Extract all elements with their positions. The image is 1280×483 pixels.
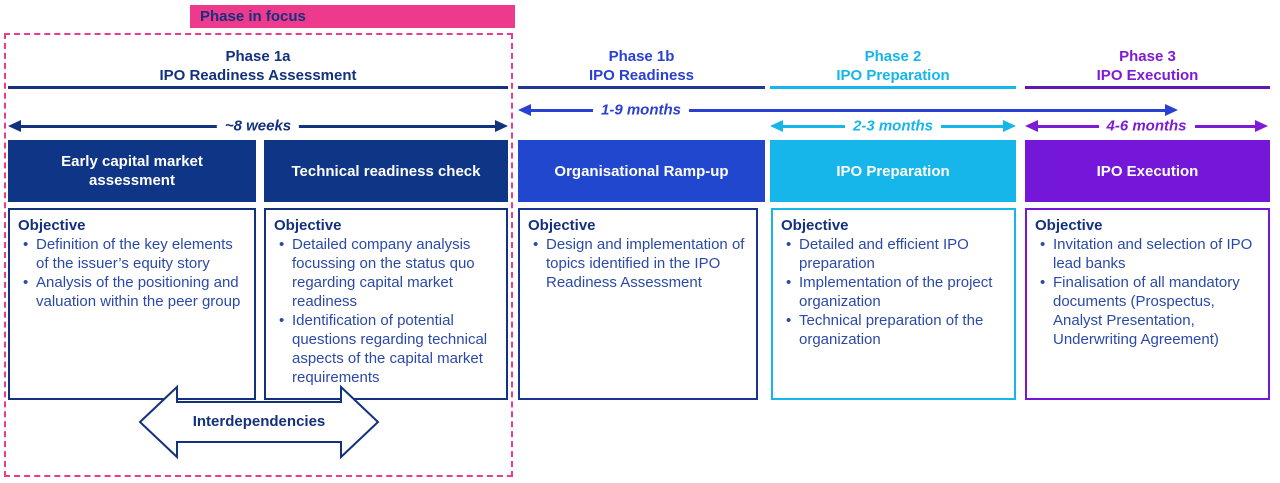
bullet-item: Analysis of the positioning and valuatio… [18, 273, 248, 311]
left-arrowhead-icon [8, 120, 21, 132]
duration-label: 4-6 months [1098, 117, 1195, 135]
phase-1b-title: Phase 1b IPO Readiness [518, 47, 765, 85]
phase-name: Phase 1b [608, 48, 675, 65]
bullet-list: Design and implementation of topics iden… [528, 235, 750, 292]
objective-box-ipo-preparation: Objective Detailed and efficient IPO pre… [771, 208, 1016, 400]
workstream-header-label: IPO Preparation [836, 162, 950, 180]
left-arrowhead-icon [770, 120, 783, 132]
bullet-list: Definition of the key elements of the is… [18, 235, 248, 311]
phase-subtitle: IPO Execution [1096, 67, 1199, 84]
objective-box-ipo-execution: Objective Invitation and selection of IP… [1025, 208, 1270, 400]
workstream-header-label: IPO Execution [1096, 162, 1199, 180]
right-arrowhead-icon [495, 120, 508, 132]
bullet-item: Design and implementation of topics iden… [528, 235, 750, 292]
objective-heading: Objective [274, 217, 342, 234]
bullet-item: Detailed and efficient IPO preparation [781, 235, 1008, 273]
phase-name: Phase 2 [864, 48, 922, 65]
objective-heading: Objective [1035, 217, 1103, 234]
phase-subtitle: IPO Preparation [836, 67, 950, 84]
right-arrowhead-icon [1165, 104, 1178, 116]
workstream-header-early-capital-market: Early capital market assessment [8, 140, 256, 202]
workstream-header-ipo-preparation: IPO Preparation [770, 140, 1016, 202]
phase-1a-title: Phase 1a IPO Readiness Assessment [8, 47, 508, 85]
workstream-header-label: Organisational Ramp-up [554, 162, 729, 180]
workstream-header-organisational-ramp-up: Organisational Ramp-up [518, 140, 765, 202]
duration-label: 2-3 months [844, 117, 942, 135]
bullet-list: Detailed and efficient IPO preparation I… [781, 235, 1008, 349]
phase-in-focus-banner: Phase in focus [190, 5, 515, 28]
objective-heading: Objective [528, 217, 596, 234]
bullet-list: Detailed company analysis focussing on t… [274, 235, 500, 387]
phase-subtitle: IPO Readiness Assessment [159, 67, 357, 84]
phase-1b-underline [518, 86, 765, 89]
objective-heading: Objective [781, 217, 849, 234]
objective-heading: Objective [18, 217, 86, 234]
arrow-shaft [527, 108, 1169, 112]
bullet-item: Identification of potential questions re… [274, 311, 500, 387]
phase-3-underline [1025, 86, 1270, 89]
objective-box-early-capital-market: Objective Definition of the key elements… [8, 208, 256, 400]
phase-name: Phase 1a [225, 48, 291, 65]
phase-3-title: Phase 3 IPO Execution [1025, 47, 1270, 85]
right-arrowhead-icon [1003, 120, 1016, 132]
right-arrowhead-icon [1255, 120, 1268, 132]
double-arrow-shape [138, 384, 380, 460]
workstream-header-label: Early capital market assessment [61, 153, 203, 189]
phase-subtitle: IPO Readiness [588, 67, 695, 84]
objective-box-technical-readiness: Objective Detailed company analysis focu… [264, 208, 508, 400]
bullet-item: Detailed company analysis focussing on t… [274, 235, 500, 311]
left-arrowhead-icon [1025, 120, 1038, 132]
bullet-item: Invitation and selection of IPO lead ban… [1035, 235, 1262, 273]
duration-arrow-4-6-months: 4-6 months [1025, 117, 1268, 135]
phase-2-underline [770, 86, 1016, 89]
bullet-item: Technical preparation of the organizatio… [781, 311, 1008, 349]
phase-name: Phase 3 [1119, 48, 1176, 65]
interdependencies-arrow [138, 384, 380, 460]
phase-1a-underline [8, 86, 508, 89]
bullet-list: Invitation and selection of IPO lead ban… [1035, 235, 1262, 349]
duration-arrow-2-3-months: 2-3 months [770, 117, 1016, 135]
phase-2-title: Phase 2 IPO Preparation [770, 47, 1016, 85]
focus-dashed-outline [4, 33, 513, 477]
workstream-header-ipo-execution: IPO Execution [1025, 140, 1270, 202]
bullet-item: Implementation of the project organizati… [781, 273, 1008, 311]
duration-label: 1-9 months [592, 101, 690, 119]
workstream-header-label: Technical readiness check [291, 162, 481, 180]
interdependencies-label: Interdependencies [192, 413, 326, 430]
bullet-item: Finalisation of all mandatory documents … [1035, 273, 1262, 349]
duration-arrow-1-9-months: 1-9 months [518, 101, 1178, 119]
duration-label: ~8 weeks [216, 117, 300, 135]
workstream-header-technical-readiness: Technical readiness check [264, 140, 508, 202]
objective-box-organisational-ramp-up: Objective Design and implementation of t… [518, 208, 758, 400]
duration-arrow-8-weeks: ~8 weeks [8, 117, 508, 135]
bullet-item: Definition of the key elements of the is… [18, 235, 248, 273]
left-arrowhead-icon [518, 104, 531, 116]
